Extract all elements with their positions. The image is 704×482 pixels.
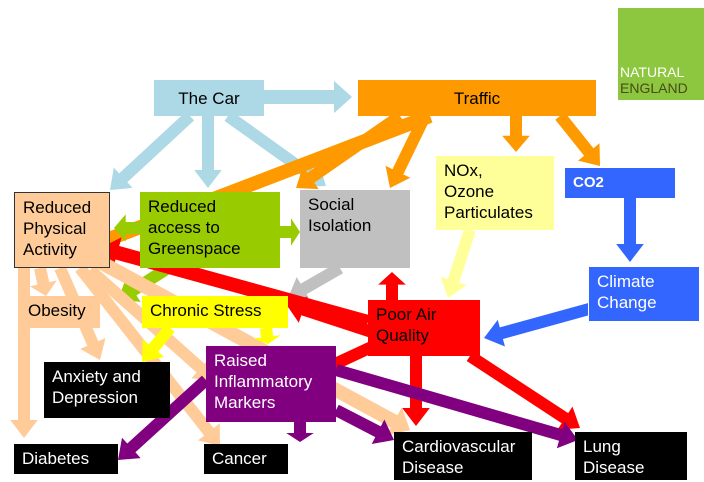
arrow-co2-to-climate-change — [616, 198, 644, 262]
arrow-poor-air-to-lung — [466, 351, 580, 430]
node-nox-ozone: NOx, Ozone Particulates — [436, 156, 554, 230]
arrow-greenspace-to-social-isolation — [280, 218, 300, 246]
arrow-inflammatory-to-lung — [334, 364, 578, 449]
node-the-car: The Car — [154, 80, 264, 116]
natural-england-logo: NATURAL ENGLAND — [618, 8, 704, 100]
node-inflammatory-markers: Raised Inflammatory Markers — [206, 346, 336, 422]
arrow-poor-air-to-social-isolation — [378, 272, 406, 300]
arrow-traffic-to-social-isolation — [296, 111, 404, 190]
arrow-poor-air-to-inflammatory — [322, 338, 381, 375]
node-social-isolation: Social Isolation — [300, 190, 410, 268]
node-reduced-physical-activity: Reduced Physical Activity — [14, 192, 110, 268]
arrow-inflammatory-to-cancer — [286, 422, 314, 442]
arrow-traffic-to-social-isolation-2 — [385, 113, 431, 188]
logo-text-natural: NATURAL — [620, 64, 685, 80]
node-climate-change: Climate Change — [588, 266, 700, 322]
arrow-greenspace-to-reduced-activity — [114, 214, 140, 242]
node-traffic: Traffic — [358, 80, 596, 116]
node-cardiovascular-disease: Cardiovascular Disease — [394, 432, 532, 480]
arrow-poor-air-to-stress — [286, 296, 374, 338]
arrow-stress-to-anxiety — [142, 324, 175, 362]
arrow-reduced-activity-to-obesity — [29, 266, 57, 296]
arrow-traffic-to-co2 — [555, 112, 600, 166]
node-chronic-stress: Chronic Stress — [142, 296, 288, 328]
node-lung-disease: Lung Disease — [575, 432, 687, 480]
arrow-car-to-reduced-activity — [110, 111, 195, 190]
node-poor-air-quality: Poor Air Quality — [368, 300, 480, 356]
logo-text-england: ENGLAND — [620, 80, 688, 96]
arrow-reduced-activity-to-diabetes — [10, 268, 38, 438]
node-diabetes: Diabetes — [14, 444, 118, 474]
arrow-traffic-to-nox — [502, 116, 530, 152]
node-cancer: Cancer — [204, 444, 288, 474]
arrow-nox-to-poor-air — [440, 228, 476, 298]
node-obesity: Obesity — [20, 296, 100, 328]
arrow-social-isolation-to-stress — [288, 262, 343, 301]
node-anxiety-depression: Anxiety and Depression — [44, 362, 170, 418]
arrow-climate-change-to-poor-air — [484, 300, 602, 347]
node-reduced-greenspace: Reduced access to Greenspace — [140, 192, 280, 268]
node-co2: CO2 — [565, 168, 675, 198]
arrow-car-to-greenspace — [194, 116, 222, 188]
arrow-car-to-traffic — [264, 80, 352, 114]
arrow-stress-to-inflammatory — [253, 327, 281, 344]
arrow-inflammatory-to-cardio — [333, 404, 394, 444]
